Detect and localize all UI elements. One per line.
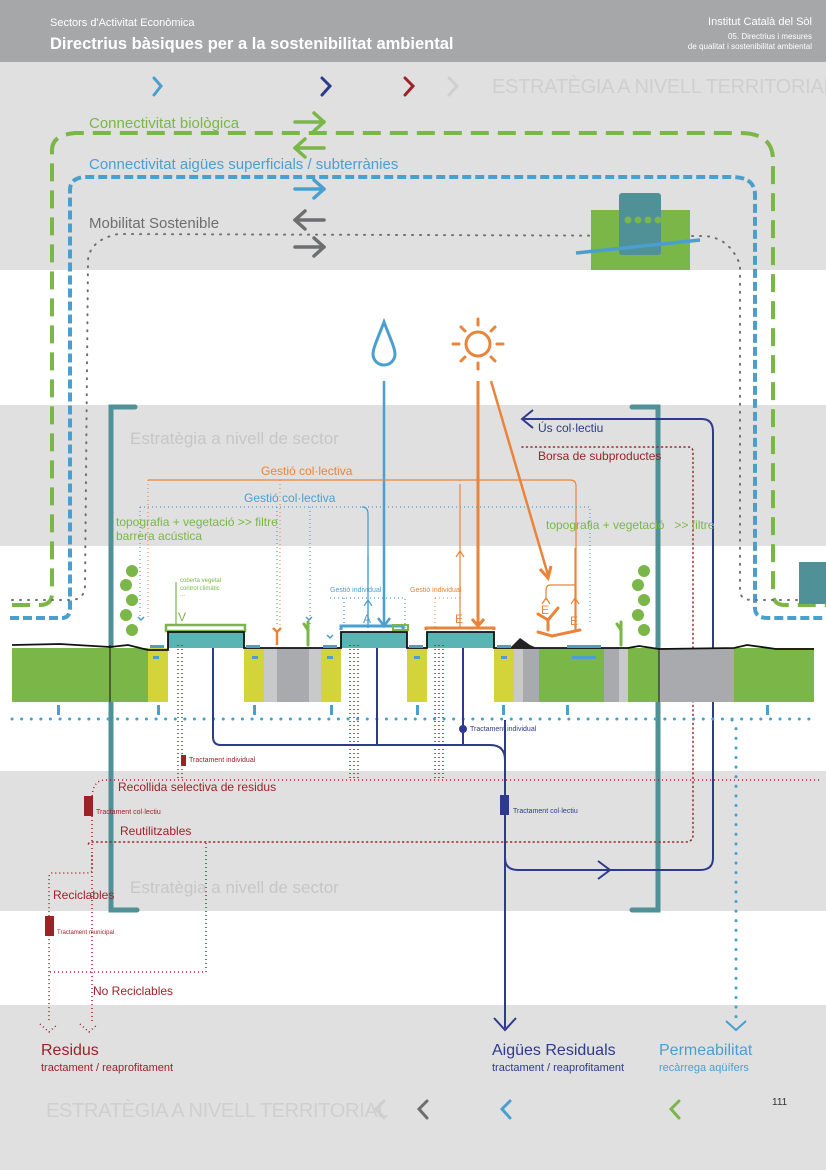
- tree-column-right: [632, 565, 650, 636]
- recyclable-label: Reciclables: [53, 888, 115, 902]
- chevron-right-light-blue-icon: [152, 76, 163, 97]
- sun-icon: [451, 317, 505, 371]
- sector-strategy-label-bottom: Estratègia a nivell de sector: [130, 878, 339, 897]
- arrow-left-grey-icon: [293, 209, 326, 231]
- blue-water-loop: [10, 175, 826, 620]
- header-organization: Institut Català del Sòl: [708, 16, 812, 28]
- header-section-line-2: de qualitat i sostenibilitat ambiental: [687, 42, 812, 51]
- byproducts-label: Borsa de subproductes: [538, 449, 662, 463]
- letter-e-3: E: [570, 614, 579, 628]
- individual-treatment-water-label: Tractament individual: [470, 726, 537, 733]
- green-roof-label: coberta vegetal: [180, 578, 222, 584]
- tree-column-left: [120, 565, 138, 636]
- selective-collection-label: Recollida selectiva de residus: [118, 780, 277, 794]
- residus-arrows: [39, 1023, 99, 1034]
- chevron-right-navy-icon: [320, 76, 333, 97]
- non-recyclable-label: No Reciclables: [93, 984, 174, 998]
- mobility-label: Mobilitat Sostenible: [89, 215, 220, 232]
- individual-treatment-water-icon: [459, 725, 467, 733]
- arrow-right-grey-icon: [293, 236, 326, 258]
- page-number: 111: [772, 1097, 788, 1108]
- arrow-left-green-icon: [293, 137, 326, 159]
- collective-treatment-waste-icon: [84, 796, 93, 816]
- chevron-left-light-blue-icon: [499, 1099, 512, 1120]
- header-title: Directrius bàsiques per a la sostenibili…: [50, 35, 454, 53]
- grey-mobility-loop: [11, 232, 826, 601]
- collective-use-label: Ús col·lectiu: [538, 421, 604, 435]
- chevron-left-green-icon: [668, 1099, 681, 1120]
- energy-sink-icon: [536, 606, 582, 638]
- arrow-right-green-icon: [293, 111, 326, 133]
- arrow-right-blue-icon: [293, 178, 326, 200]
- territorial-strategy-label-bottom: ESTRATÈGIA A NIVELL TERRITORIAL: [46, 1100, 389, 1122]
- sector-band-bottom: [0, 771, 826, 911]
- territorial-band-bottom: [0, 1005, 826, 1170]
- ellipsis-label: ...: [180, 592, 186, 598]
- collective-use-loop: [504, 418, 714, 871]
- topography-right-label: topografia + vegetació >> filtre: [546, 518, 715, 532]
- collective-treatment-water-icon: [500, 795, 509, 815]
- connectivity-biological-label: Connectivitat biològica: [89, 115, 240, 132]
- plant-icon: [302, 620, 623, 647]
- right-edge-block: [799, 562, 826, 604]
- municipal-treatment-label: Tractament municipal: [57, 930, 115, 936]
- outcome-wastewater-subtitle: tractament / reaprofitament: [492, 1062, 625, 1074]
- individual-treatment-waste-label: Tractament individual: [189, 757, 256, 764]
- letter-e-1: E: [455, 612, 464, 626]
- reusable-label: Reutilitzables: [120, 824, 192, 838]
- header-subtitle: Sectors d'Activitat Econòmica: [50, 17, 195, 29]
- collective-treatment-waste-label: Tractament col·lectiu: [96, 809, 161, 816]
- outcome-waste-title: Residus: [41, 1042, 99, 1059]
- outcome-wastewater-title: Aigües Residuals: [492, 1042, 616, 1059]
- municipal-treatment-icon: [45, 916, 54, 936]
- sector-band-top: [0, 405, 826, 546]
- acoustic-barrier-label: barrera acústica: [116, 529, 203, 543]
- outcome-permeability-subtitle: recàrrega aqüífers: [659, 1062, 749, 1074]
- header-section-line-1: 05. Directrius i mesures: [727, 32, 812, 41]
- chevron-left-light-grey-icon: [373, 1099, 386, 1120]
- infiltration-dots: [57, 645, 769, 715]
- outcome-permeability-title: Permeabilitat: [659, 1042, 753, 1059]
- building-crossing-icon: [575, 193, 701, 270]
- connectivity-water-label: Connectivitat aigües superficials / subt…: [89, 156, 399, 173]
- individual-treatment-waste-icon: [181, 755, 186, 766]
- water-drop-icon: [371, 317, 397, 367]
- territorial-strategy-label-top: ESTRATÈGIA A NIVELL TERRITORIAL: [492, 76, 826, 98]
- outcome-waste-subtitle: tractament / reaprofitament: [41, 1062, 174, 1074]
- collective-treatment-water-label: Tractament col·lectiu: [513, 808, 578, 815]
- letter-v: V: [178, 610, 187, 624]
- permeability-arrow-icon: [725, 1020, 747, 1032]
- chevron-right-light-grey-icon: [447, 76, 460, 97]
- collective-management-orange-label: Gestió col·lectiva: [261, 464, 353, 478]
- green-connectivity-loop: [12, 131, 826, 607]
- climate-control-label: control climàtic: [180, 586, 220, 592]
- letter-a: A: [363, 612, 372, 626]
- individual-management-blue-label: Gestió individual: [330, 587, 382, 594]
- individual-management-orange-label: Gestió individual: [410, 587, 462, 594]
- waste-water-arrow-icon: [493, 1017, 517, 1032]
- topography-left-label: topografia + vegetació >> filtre: [116, 515, 278, 529]
- chevron-left-grey-icon: [416, 1099, 429, 1120]
- chevron-right-dark-red-icon: [403, 76, 416, 97]
- ground-section: [11, 631, 814, 702]
- sector-strategy-label-top: Estratègia a nivell de sector: [130, 429, 339, 448]
- page-header: Sectors d'Activitat Econòmica Directrius…: [0, 0, 826, 62]
- letter-e-2: E: [541, 603, 550, 617]
- collective-management-blue-label: Gestió col·lectiva: [244, 491, 336, 505]
